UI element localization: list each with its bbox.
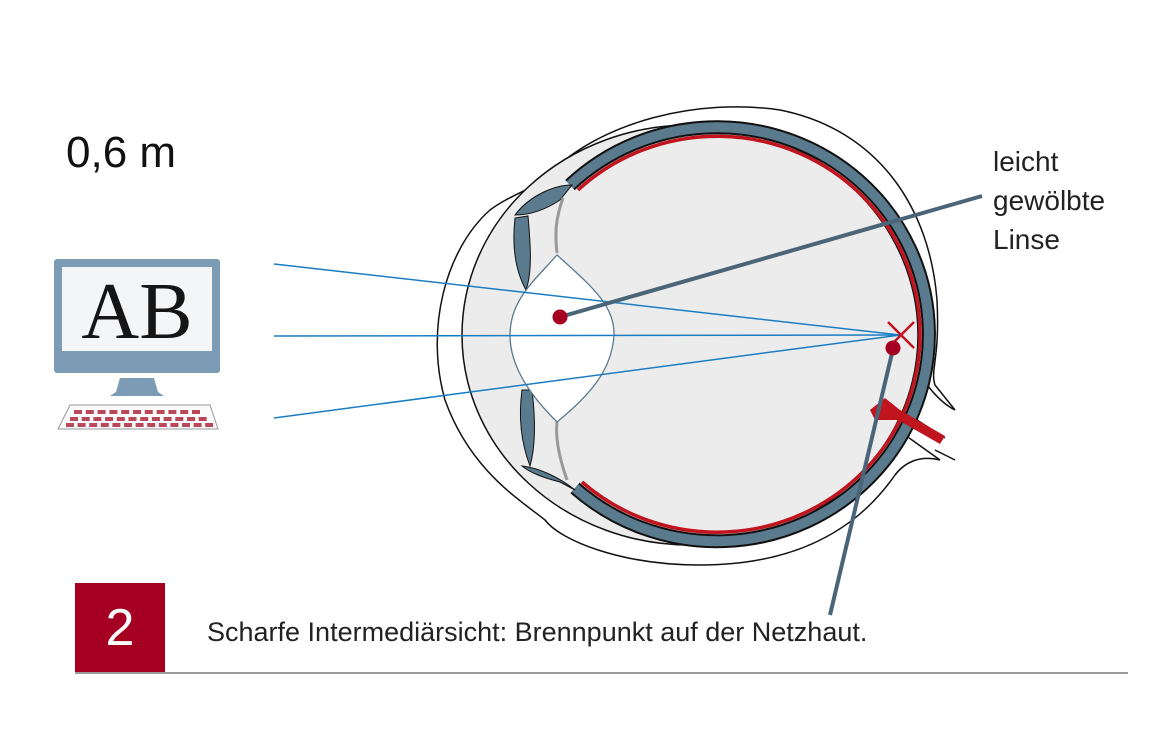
keyboard-key — [144, 410, 153, 414]
monitor-icon: AB — [54, 259, 220, 396]
keyboard-key — [163, 417, 172, 421]
keyboard-key — [70, 417, 78, 421]
keyboard-key — [97, 410, 106, 414]
keyboard-key — [205, 423, 214, 427]
keyboard-key — [124, 423, 132, 427]
keyboard-key — [180, 410, 189, 414]
keyboard-icon — [57, 404, 219, 430]
keyboard-key — [151, 417, 160, 421]
keyboard-key — [187, 417, 195, 421]
keyboard-key — [109, 410, 118, 414]
light-rays — [273, 263, 901, 419]
keyboard-key — [89, 423, 98, 427]
keyboard-key — [100, 423, 109, 427]
lens-label: leicht gewölbte Linse — [993, 142, 1105, 259]
keyboard-key — [77, 423, 86, 427]
pointer-lines — [559, 194, 983, 616]
keyboard-key — [116, 417, 125, 421]
lens-label-line: leicht — [993, 146, 1059, 177]
keyboard-key — [182, 423, 190, 427]
retina-marker-dot — [885, 340, 901, 356]
keyboard-key — [158, 423, 167, 427]
lens-marker-dot — [552, 309, 568, 325]
keyboard-key — [135, 423, 144, 427]
keyboard-key — [93, 417, 102, 421]
keyboard-key — [133, 410, 141, 414]
keyboard-key — [121, 410, 130, 414]
keyboard-key — [74, 410, 82, 414]
monitor-text: AB — [81, 268, 192, 356]
divider — [75, 672, 1128, 674]
lens-label-line: gewölbte — [993, 185, 1106, 216]
distance-label: 0,6 m — [66, 128, 177, 177]
keyboard-key — [85, 410, 94, 414]
step-number-badge: 2 — [75, 583, 165, 672]
keyboard-key — [192, 410, 200, 414]
keyboard-key — [193, 423, 202, 427]
keyboard-key — [156, 410, 165, 414]
lens — [509, 254, 615, 423]
keyboard-key — [147, 423, 156, 427]
keyboard-key — [168, 410, 177, 414]
keyboard-key — [140, 417, 149, 421]
keyboard-key — [112, 423, 121, 427]
keyboard-key — [170, 423, 179, 427]
keyboard-key — [66, 423, 74, 427]
keyboard-key — [175, 417, 184, 421]
keyboard-key — [198, 417, 207, 421]
caption: Scharfe Intermediärsicht: Brennpunkt auf… — [207, 617, 868, 647]
lens-label-line: Linse — [993, 224, 1060, 255]
keyboard-key — [105, 417, 114, 421]
keyboard-key — [81, 417, 90, 421]
keyboard-key — [128, 417, 137, 421]
